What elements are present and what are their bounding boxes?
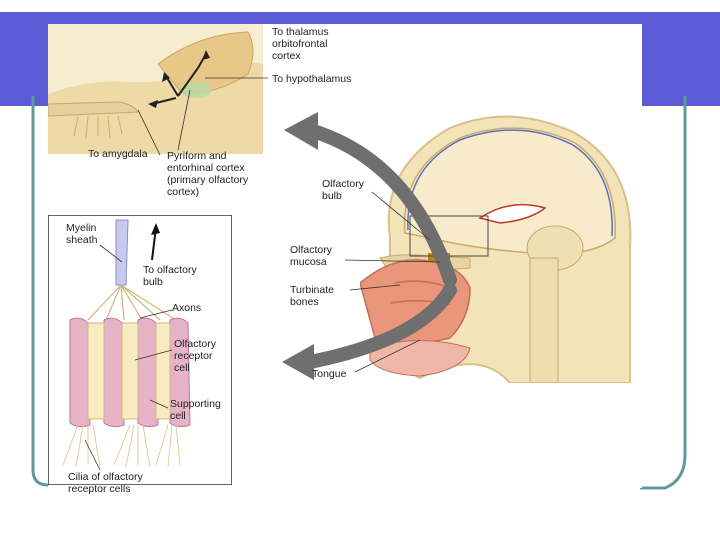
label-to-olfactory-bulb: To olfactory bulb: [143, 264, 197, 288]
curved-arrow-down-icon: [303, 283, 457, 369]
label-olfactory-mucosa: Olfactory mucosa: [290, 244, 333, 268]
label-olfactory-bulb: Olfactory bulb: [322, 178, 365, 202]
arrow-head-down: [282, 344, 314, 380]
brain-regions-inset: [48, 24, 263, 154]
label-olfactory-receptor-cell: Olfactory receptor cell: [174, 338, 217, 374]
zoom-box: [409, 215, 489, 257]
title-accent-bar-left-white: [0, 0, 48, 12]
slide-frame-right-line: [640, 96, 687, 490]
label-myelin-sheath: Myelin sheath: [66, 222, 98, 246]
slide-frame-left-line: [31, 96, 60, 487]
label-orbitofrontal: orbitofrontal cortex: [272, 38, 328, 62]
curved-arrow-up-icon: [303, 123, 457, 287]
label-axons: Axons: [172, 302, 202, 314]
arrow-head-up: [284, 112, 318, 150]
label-to-thalamus: To thalamus: [272, 26, 329, 38]
label-turbinate-bones: Turbinate bones: [290, 284, 334, 308]
label-supporting-cell: Supporting cell: [170, 398, 221, 422]
label-to-hypothalamus: To hypothalamus: [272, 73, 352, 85]
label-tongue: Tongue: [312, 368, 347, 380]
head-cross-section: [360, 115, 632, 383]
label-pyriform: Pyriform and entorhinal cortex (primary …: [167, 150, 249, 198]
olfactory-cells-inset: [48, 215, 232, 485]
label-to-amygdala: To amygdala: [88, 148, 148, 160]
label-cilia: Cilia of olfactory receptor cells: [68, 471, 143, 495]
curved-arrows: [282, 112, 457, 380]
